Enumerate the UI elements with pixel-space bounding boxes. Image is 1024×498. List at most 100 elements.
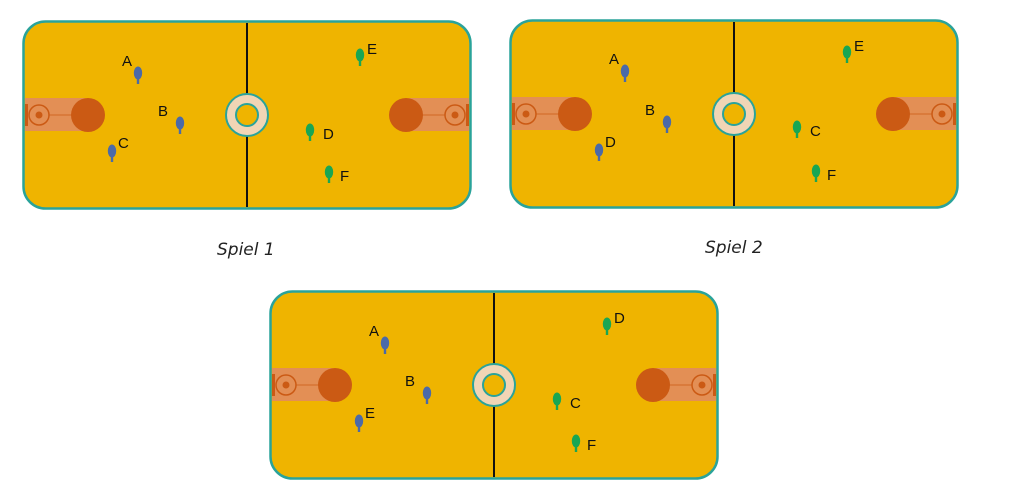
player-icon	[175, 116, 185, 130]
player-label: F	[340, 168, 349, 185]
player-marker: E	[355, 41, 377, 66]
player-icon	[355, 48, 365, 62]
player-icon-stem	[383, 347, 387, 354]
player-icon	[792, 120, 802, 134]
player-icon-stem	[574, 445, 578, 452]
hoop-right	[938, 110, 946, 118]
player-icon-stem	[814, 175, 818, 182]
player-icon-stem	[665, 126, 669, 133]
player-icon	[107, 144, 117, 158]
basket-circle-left	[318, 368, 352, 402]
player-icon-stem	[136, 77, 140, 84]
player-icon	[324, 165, 334, 179]
player-marker: A	[609, 51, 630, 82]
player-icon-stem	[605, 328, 609, 335]
player-icon-stem	[425, 397, 429, 404]
player-icon	[662, 115, 672, 129]
caption-spiel-1: Spiel 1	[217, 240, 275, 260]
player-icon	[811, 164, 821, 178]
player-label: A	[122, 53, 132, 70]
player-marker: E	[354, 405, 375, 432]
basket-circle-right	[876, 97, 910, 131]
player-marker: C	[107, 135, 129, 162]
caption-spiel-2: Spiel 2	[705, 238, 763, 258]
player-marker: D	[594, 134, 616, 161]
player-label: E	[365, 405, 375, 422]
backboard-right	[713, 374, 716, 396]
player-icon	[133, 66, 143, 80]
player-icon-stem	[795, 131, 799, 138]
player-icon	[552, 392, 562, 406]
player-marker: F	[571, 434, 596, 454]
hoop-right	[451, 111, 459, 119]
player-label: D	[614, 310, 625, 327]
player-marker: B	[405, 373, 432, 404]
center-circle-inner	[235, 103, 259, 127]
backboard-left	[272, 374, 275, 396]
court-spiel-3: A B E D C F	[269, 290, 719, 480]
player-icon	[305, 123, 315, 137]
player-icon-stem	[110, 155, 114, 162]
backboard-left	[25, 104, 28, 126]
backboard-left	[512, 103, 515, 125]
player-icon	[354, 414, 364, 428]
player-icon	[380, 336, 390, 350]
backboard-right	[953, 103, 956, 125]
basket-circle-left	[71, 98, 105, 132]
basket-circle-right	[389, 98, 423, 132]
basket-circle-right	[636, 368, 670, 402]
player-icon	[594, 143, 604, 157]
hoop-left	[35, 111, 43, 119]
center-circle-inner	[482, 373, 506, 397]
player-marker: B	[158, 103, 185, 134]
player-label: F	[827, 167, 836, 184]
court-graphic: A B E D C F	[269, 290, 719, 480]
player-marker: A	[122, 53, 143, 84]
player-marker: C	[792, 120, 821, 140]
player-label: C	[118, 135, 129, 152]
player-label: C	[810, 123, 821, 140]
court-spiel-2: A B D E C F	[509, 19, 959, 209]
player-icon-stem	[308, 134, 312, 141]
player-icon-stem	[623, 75, 627, 82]
player-label: B	[405, 373, 415, 390]
player-marker: E	[842, 38, 864, 63]
basket-circle-left	[558, 97, 592, 131]
player-icon	[422, 386, 432, 400]
player-label: A	[609, 51, 619, 68]
backboard-right	[466, 104, 469, 126]
court-graphic: A B D E C F	[509, 19, 959, 209]
player-label: A	[369, 323, 379, 340]
player-icon	[602, 317, 612, 331]
player-marker: F	[811, 164, 836, 184]
player-icon-stem	[358, 59, 362, 66]
player-icon-stem	[845, 56, 849, 63]
hoop-right	[698, 381, 706, 389]
player-icon	[842, 45, 852, 59]
player-icon	[620, 64, 630, 78]
court-spiel-1: A B C E D F	[22, 20, 472, 210]
court-graphic: A B C E D F	[22, 20, 472, 210]
player-icon-stem	[555, 403, 559, 410]
player-label: D	[605, 134, 616, 151]
player-marker: D	[305, 123, 334, 143]
player-label: E	[367, 41, 377, 58]
player-icon-stem	[597, 154, 601, 161]
player-marker: D	[602, 310, 625, 335]
player-label: B	[158, 103, 168, 120]
player-marker: B	[645, 102, 672, 133]
player-label: F	[587, 437, 596, 454]
player-label: B	[645, 102, 655, 119]
player-icon-stem	[178, 127, 182, 134]
hoop-left	[282, 381, 290, 389]
player-icon-stem	[327, 176, 331, 183]
player-icon-stem	[357, 425, 361, 432]
player-marker: A	[369, 323, 390, 354]
player-label: C	[570, 395, 581, 412]
player-marker: F	[324, 165, 349, 185]
player-icon	[571, 434, 581, 448]
player-label: D	[323, 126, 334, 143]
center-circle-inner	[722, 102, 746, 126]
player-label: E	[854, 38, 864, 55]
hoop-left	[522, 110, 530, 118]
